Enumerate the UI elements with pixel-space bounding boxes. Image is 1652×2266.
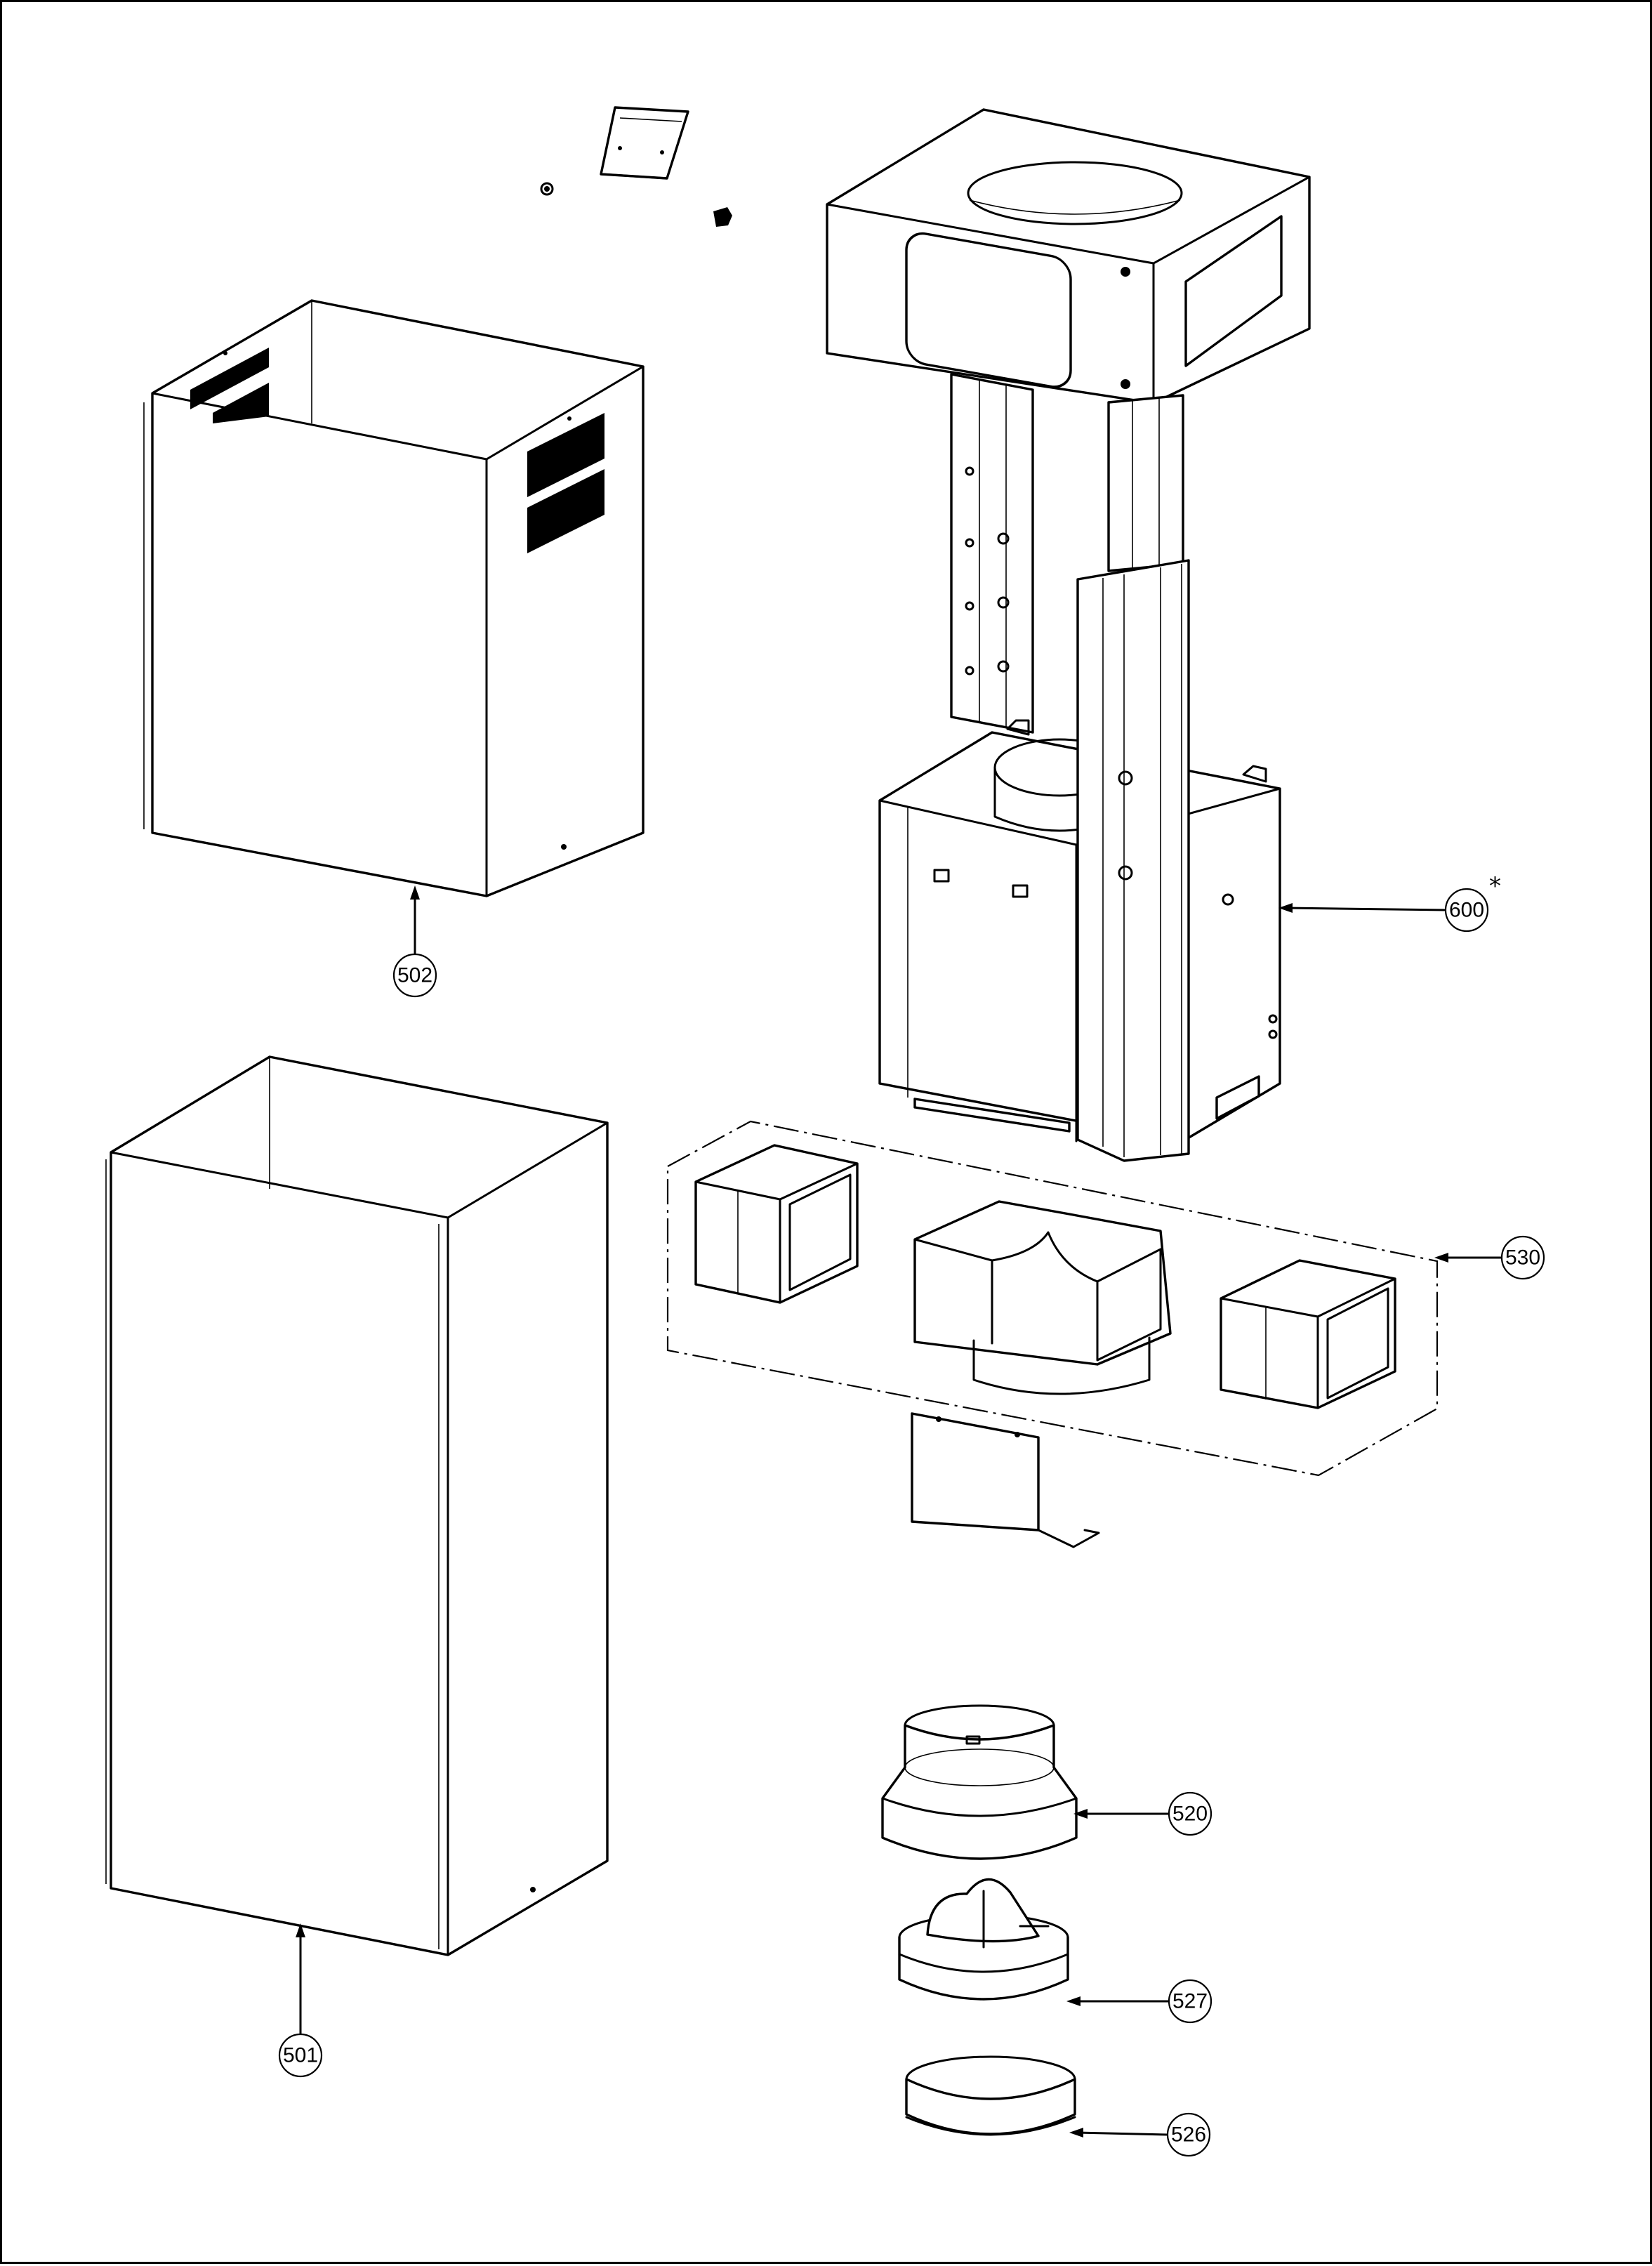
asterisk-note: * (1489, 872, 1501, 900)
backdraft-damper-icon (898, 1878, 1069, 2001)
nut-icon (713, 207, 732, 227)
callout-600: 600 * (1444, 872, 1501, 933)
callout-502-label: 502 (397, 964, 432, 987)
callout-530-label: 530 (1505, 1246, 1540, 1270)
callout-502: 502 (392, 953, 437, 998)
duct-reducer-icon (881, 1704, 1078, 1860)
duct-adapter-kit-icon (666, 1120, 1439, 1548)
callout-501: 501 (278, 2033, 323, 2078)
lower-chimney-cover-icon (105, 1055, 609, 1956)
mounting-plate-icon (600, 106, 689, 180)
callout-520: 520 (1168, 1791, 1212, 1836)
callout-527: 527 (1168, 1979, 1212, 2024)
vent-slots-right (527, 413, 604, 553)
screw-icon (540, 182, 554, 196)
callout-526: 526 (1166, 2112, 1211, 2157)
callout-526-label: 526 (1171, 2123, 1206, 2147)
upper-chimney-cover-icon (143, 299, 645, 897)
callout-600-label: 600 (1449, 899, 1484, 922)
callout-530: 530 (1500, 1235, 1545, 1280)
duct-ring-icon (905, 2055, 1076, 2136)
leader-lines (296, 885, 1503, 2137)
callout-501-label: 501 (283, 2044, 318, 2067)
support-frame-icon (826, 108, 1311, 1162)
callout-520-label: 520 (1172, 1803, 1208, 1826)
vent-slots-left (190, 348, 269, 423)
callout-527-label: 527 (1172, 1990, 1208, 2013)
